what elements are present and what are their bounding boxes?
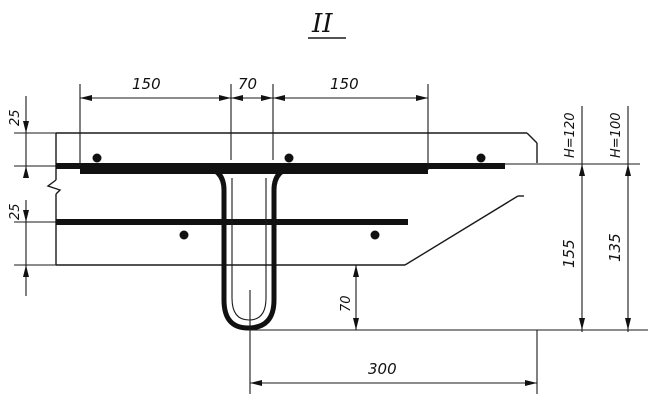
arrow <box>625 164 631 176</box>
bar-dot-bottom-left <box>179 230 189 240</box>
bar-dot-top-left <box>92 153 102 163</box>
slab-break-mark <box>46 179 62 195</box>
bar-dot-top-right <box>476 153 486 163</box>
dim-top-left: 150 <box>132 75 161 93</box>
section-label: II <box>311 9 333 39</box>
arrow <box>579 318 585 330</box>
concrete-outline <box>46 132 640 266</box>
arrow <box>625 318 631 330</box>
loop-dimension: 70 <box>339 265 359 330</box>
left-cover-dimensions: 25 25 <box>8 96 56 296</box>
dim-135: 135 <box>606 233 624 262</box>
arrow <box>231 95 243 101</box>
arrow <box>353 318 359 330</box>
slab-top-right-corner <box>526 132 538 144</box>
dim-left-top: 25 <box>8 109 23 126</box>
dim-top-right: 150 <box>330 75 359 93</box>
arrow <box>23 121 29 133</box>
arrow <box>525 380 537 386</box>
dim-loop-70: 70 <box>339 295 354 312</box>
u-loop-hanger <box>199 163 299 331</box>
arrow <box>23 166 29 178</box>
dim-h120: H=120 <box>563 113 578 158</box>
arrow <box>23 265 29 277</box>
reinforcement <box>56 153 505 331</box>
dim-top-middle: 70 <box>238 75 257 93</box>
arrow <box>353 265 359 277</box>
u-loop-inner-line <box>231 178 267 321</box>
arrow <box>250 380 262 386</box>
arrow <box>23 210 29 222</box>
arrow <box>80 95 92 101</box>
arrow <box>579 164 585 176</box>
dim-155: 155 <box>560 239 578 268</box>
bottom-dimension: 300 <box>249 290 538 394</box>
arrow <box>261 95 273 101</box>
slab-sloped-edge <box>404 195 519 266</box>
section-title: II <box>308 9 346 39</box>
dim-h100: H=100 <box>609 113 624 158</box>
right-dimensions: H=120 H=100 155 135 <box>250 106 648 332</box>
arrow <box>219 95 231 101</box>
dim-300: 300 <box>368 360 397 378</box>
arrow <box>273 95 285 101</box>
dim-left-bottom: 25 <box>8 203 23 220</box>
bar-dot-bottom-right <box>370 230 380 240</box>
top-dimensions: 150 70 150 <box>79 75 429 170</box>
arrow <box>416 95 428 101</box>
bar-dot-top-middle <box>284 153 294 163</box>
